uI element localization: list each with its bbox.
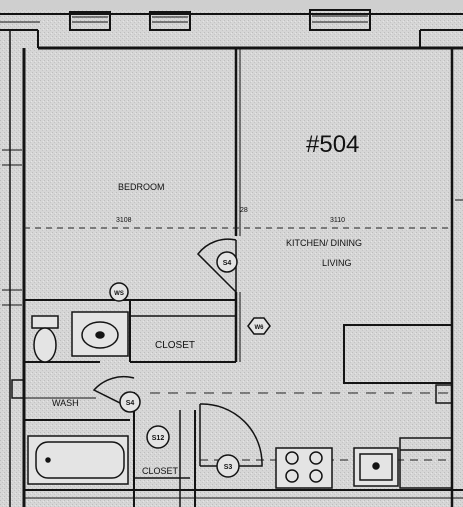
- stove-icon: [275, 447, 333, 489]
- room-label-living: LIVING: [322, 258, 352, 268]
- svg-text:WS: WS: [114, 291, 124, 297]
- exterior-wall-right: [435, 48, 463, 507]
- door-tag-entry: S3: [216, 454, 240, 478]
- bathtub-icon: [27, 435, 129, 485]
- room-label-closet-upper: CLOSET: [155, 340, 195, 351]
- door-tag-bedroom: S4: [216, 251, 238, 273]
- room-label-wash: WASH: [52, 398, 79, 408]
- room-label-bedroom: BEDROOM: [118, 182, 165, 192]
- kitchen-counter: [343, 324, 453, 384]
- room-label-closet-lower: CLOSET: [142, 466, 179, 476]
- window-tag: WS: [109, 282, 129, 302]
- door-swings: [92, 238, 263, 467]
- exterior-wall-left: [2, 30, 26, 507]
- door-tag-bath: S12: [146, 425, 170, 449]
- exterior-wall-top: [0, 0, 463, 50]
- svg-text:S3: S3: [224, 464, 233, 471]
- dimension-mid: 28: [240, 207, 248, 214]
- unit-number: #504: [306, 131, 359, 158]
- room-label-kitchen: KITCHEN/ DINING: [286, 238, 362, 248]
- svg-text:S12: S12: [152, 435, 165, 442]
- door-tag-wash: S4: [119, 391, 141, 413]
- window-top-right: [309, 9, 371, 31]
- svg-text:W6: W6: [255, 325, 265, 331]
- svg-text:S4: S4: [126, 400, 135, 407]
- kitchen-sink-icon: [353, 447, 399, 487]
- dimension-right: 3110: [330, 217, 345, 224]
- sink-icon: [71, 311, 129, 357]
- callout-tag: W6: [247, 317, 271, 335]
- dimension-left: 3108: [116, 217, 132, 224]
- fridge-icon: [399, 437, 453, 489]
- svg-text:S4: S4: [223, 260, 232, 267]
- exterior-wall-bottom: [24, 489, 463, 499]
- toilet-icon: [31, 315, 59, 363]
- window-top-left: [69, 11, 191, 31]
